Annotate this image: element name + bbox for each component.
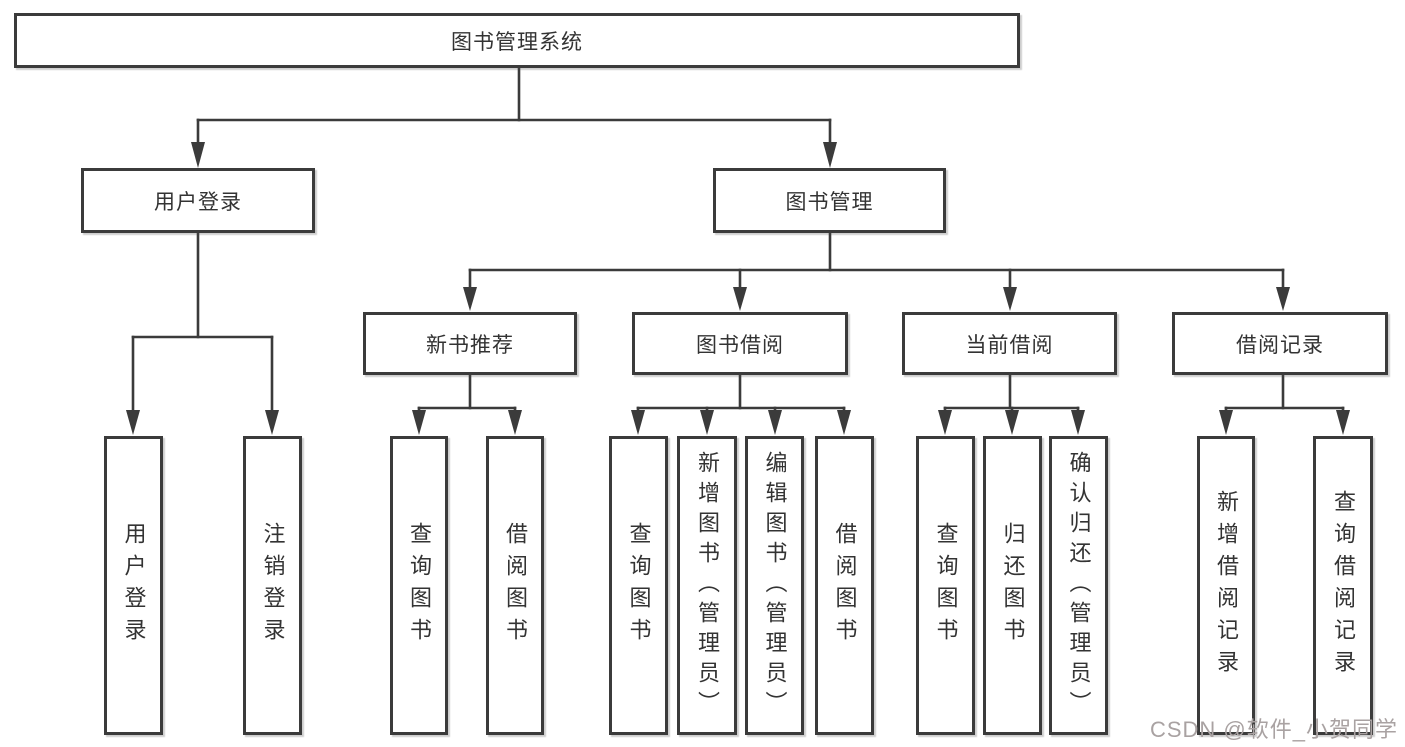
leaf-node-edit-books-admin: 编辑图书（管理员）: [745, 436, 804, 735]
arrow-down-icon: [1005, 410, 1019, 435]
arrow-down-icon: [191, 142, 205, 168]
arrow-down-icon: [463, 287, 477, 311]
arrow-down-icon: [938, 410, 952, 435]
arrow-down-icon: [126, 410, 140, 435]
node-label: 确认归还（管理员）: [1066, 450, 1092, 721]
node-label: 图书管理系统: [451, 30, 583, 54]
leaf-node-query-borrow-record: 查询借阅记录: [1313, 436, 1373, 735]
leaf-node-add-books-admin: 新增图书（管理员）: [677, 436, 737, 735]
node-label: 图书借阅: [696, 333, 784, 357]
watermark-text: CSDN @软件_小贺同学: [1149, 717, 1398, 742]
arrow-down-icon: [1276, 287, 1290, 311]
leaf-node-query-books: 查询图书: [609, 436, 668, 735]
node-label: 当前借阅: [965, 333, 1054, 357]
leaf-node-logout: 注销登录: [243, 436, 302, 735]
arrow-down-icon: [1071, 410, 1085, 435]
node-book-management: 图书管理: [713, 168, 946, 233]
node-label: 借阅图书: [832, 521, 858, 650]
leaf-node-confirm-return-admin: 确认归还（管理员）: [1049, 436, 1108, 735]
leaf-node-return-books: 归还图书: [983, 436, 1042, 735]
node-label: 查询借阅记录: [1331, 489, 1356, 682]
node-book-borrowing: 图书借阅: [632, 312, 848, 375]
leaf-node-user-login: 用户登录: [104, 436, 163, 735]
leaf-node-borrow-books: 借阅图书: [486, 436, 544, 735]
node-label: 查询图书: [933, 521, 959, 650]
arrow-down-icon: [631, 410, 645, 435]
leaf-node-add-borrow-record: 新增借阅记录: [1197, 436, 1255, 735]
arrow-down-icons: [126, 142, 1350, 435]
node-label: 编辑图书（管理员）: [762, 450, 788, 721]
node-current-borrowing: 当前借阅: [902, 312, 1117, 375]
node-label: 借阅记录: [1236, 333, 1324, 357]
node-borrowing-records: 借阅记录: [1172, 312, 1388, 375]
node-label: 查询图书: [626, 521, 652, 650]
node-user-login: 用户登录: [81, 168, 315, 233]
node-root-system: 图书管理系统: [14, 13, 1020, 68]
node-label: 查询图书: [407, 521, 432, 650]
node-label: 用户登录: [154, 190, 242, 214]
arrow-down-icon: [837, 410, 851, 435]
node-label: 注销登录: [260, 521, 286, 650]
leaf-node-query-books: 查询图书: [390, 436, 448, 735]
arrow-down-icon: [823, 142, 837, 168]
arrow-down-icon: [1003, 287, 1017, 311]
arrow-down-icon: [1219, 410, 1233, 435]
node-label: 归还图书: [1000, 521, 1026, 650]
node-label: 新增借阅记录: [1214, 489, 1239, 682]
arrow-down-icon: [733, 287, 747, 311]
node-label: 借阅图书: [503, 521, 528, 650]
node-new-book-recommend: 新书推荐: [363, 312, 577, 375]
node-label: 用户登录: [121, 521, 147, 650]
arrow-down-icon: [768, 410, 782, 435]
node-label: 新增图书（管理员）: [695, 450, 720, 721]
leaf-node-borrow-books: 借阅图书: [815, 436, 874, 735]
arrow-down-icon: [508, 410, 522, 435]
node-label: 图书管理: [785, 190, 874, 214]
leaf-node-query-books: 查询图书: [916, 436, 975, 735]
arrow-down-icon: [412, 410, 426, 435]
node-label: 新书推荐: [426, 333, 514, 357]
arrow-down-icon: [1336, 410, 1350, 435]
arrow-down-icon: [265, 410, 279, 435]
arrow-down-icon: [700, 410, 714, 435]
